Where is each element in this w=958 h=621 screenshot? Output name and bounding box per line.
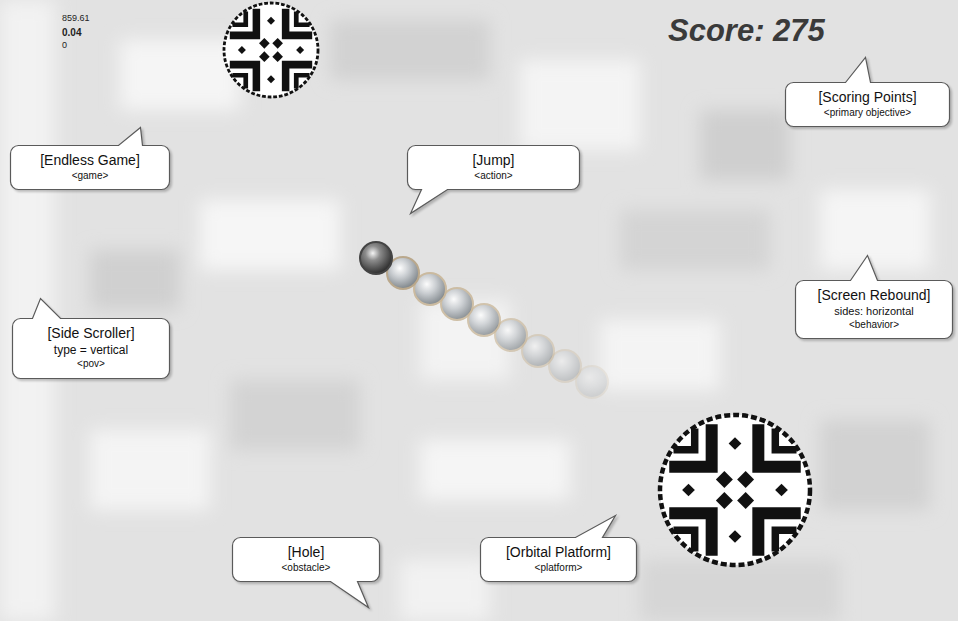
callout-title: [Side Scroller] xyxy=(20,325,162,342)
speech-bubble-shape xyxy=(11,128,170,190)
callout-bubble: [Hole]<obstacle> xyxy=(232,537,380,582)
debug-readout: 0.04 xyxy=(62,27,81,38)
callout-subtitle: <game> xyxy=(18,170,162,182)
callout-subtitle: type = vertical xyxy=(20,343,162,357)
callout-subtitle: <action> xyxy=(415,170,572,182)
jumping-ball-trail xyxy=(360,242,608,398)
callout-title: [Hole] xyxy=(240,544,372,561)
speech-bubble-shape xyxy=(13,299,170,379)
callout-bubble: [Endless Game]<game> xyxy=(10,145,170,190)
callout-title: [Scoring Points] xyxy=(793,89,942,106)
callout-subtitle: <platform> xyxy=(488,562,629,574)
speech-bubble-shape xyxy=(233,538,380,608)
orbital-platform-disc xyxy=(224,3,318,97)
callout-bubble: [Jump]<action> xyxy=(407,145,580,190)
speech-bubble-shape xyxy=(481,516,637,582)
debug-readout: 0 xyxy=(62,41,67,51)
callout-title: [Screen Rebound] xyxy=(803,287,945,304)
callout-subtitle: <pov> xyxy=(20,358,162,370)
callout-subtitle: <primary objective> xyxy=(793,107,942,119)
speech-bubble-shape xyxy=(796,256,953,339)
score-display: Score: 275 xyxy=(668,14,825,48)
callout-subtitle: sides: horizontal xyxy=(803,305,945,318)
callout-bubble: [Scoring Points]<primary objective> xyxy=(785,82,950,127)
speech-bubble-shape xyxy=(408,146,580,214)
debug-readout: 859.61 xyxy=(62,14,90,24)
callout-subtitle: <obstacle> xyxy=(240,562,372,574)
speech-bubble-shape xyxy=(786,58,950,127)
orbital-platform-disc xyxy=(660,415,810,565)
callout-title: [Endless Game] xyxy=(18,152,162,169)
callout-subtitle: <behavior> xyxy=(803,319,945,331)
callout-bubble: [Screen Rebound]sides: horizontal<behavi… xyxy=(795,280,953,339)
callout-title: [Jump] xyxy=(415,152,572,169)
callout-title: [Orbital Platform] xyxy=(488,544,629,561)
callout-bubble: [Side Scroller]type = vertical<pov> xyxy=(12,318,170,378)
callout-bubble: [Orbital Platform]<platform> xyxy=(480,537,637,582)
